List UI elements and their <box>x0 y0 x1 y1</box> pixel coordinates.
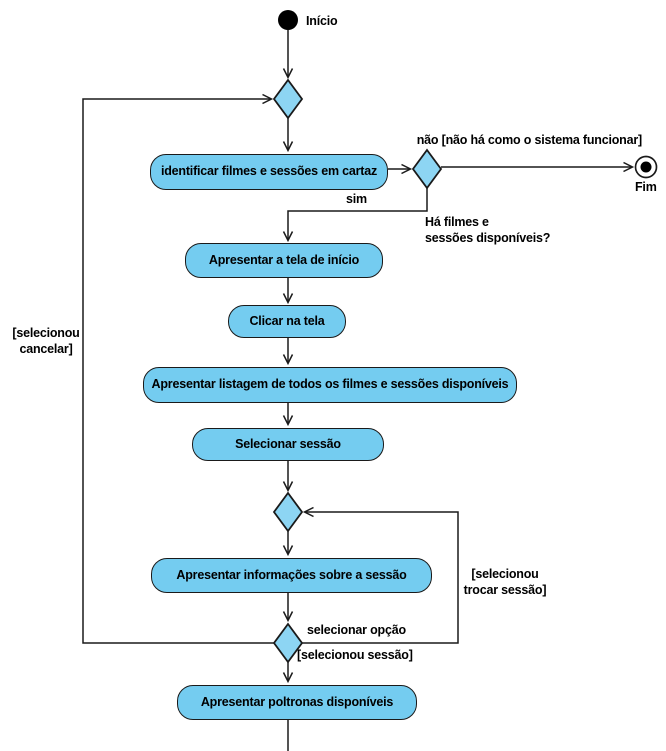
activity-apresentar-informacoes: Apresentar informações sobre a sessão <box>151 558 432 593</box>
activity-label: identificar filmes e sessões em cartaz <box>160 164 378 179</box>
edge-trocar-loop <box>302 506 459 644</box>
activity-label: Clicar na tela <box>249 313 325 328</box>
edge-label-ha-filmes: Há filmes e sessões disponíveis? <box>425 215 551 245</box>
end-node <box>634 155 658 179</box>
edge-label-selecionar-opcao: selecionar opção <box>307 623 406 637</box>
decision-diamond-filmes <box>411 148 443 190</box>
start-node-label: Início <box>306 14 338 28</box>
activity-label: Apresentar listagem de todos os filmes e… <box>151 377 509 392</box>
edge-decision-sim-to-tela <box>282 188 428 243</box>
start-node <box>278 10 298 30</box>
activity-apresentar-listagem: Apresentar listagem de todos os filmes e… <box>143 367 517 403</box>
activity-label: Selecionar sessão <box>235 436 341 451</box>
edge-label-sim: sim <box>346 192 367 206</box>
edge-label-selecionou-sessao: [selecionou sessão] <box>297 648 413 662</box>
edge-label-nao: não [não há como o sistema funcionar] <box>416 133 642 147</box>
edge-cancel-loop <box>82 93 274 644</box>
activity-label: Apresentar informações sobre a sessão <box>176 567 407 582</box>
activity-selecionar-sessao: Selecionar sessão <box>192 428 384 461</box>
merge-diamond-sessao <box>272 491 304 533</box>
end-node-label: Fim <box>635 180 657 194</box>
edge-label-selecionou-cancelar: [selecionou cancelar] <box>12 326 80 356</box>
decision-diamond-opcao <box>272 622 304 664</box>
merge-diamond-top <box>272 78 304 120</box>
activity-label: Apresentar a tela de início <box>208 252 360 267</box>
activity-apresentar-poltronas: Apresentar poltronas disponíveis <box>177 685 417 720</box>
activity-apresentar-tela-inicio: Apresentar a tela de início <box>185 243 383 278</box>
edge-label-selecionou-trocar: [selecionou trocar sessão] <box>463 567 547 597</box>
activity-identificar-filmes: identificar filmes e sessões em cartaz <box>150 154 388 190</box>
activity-clicar-na-tela: Clicar na tela <box>228 305 346 338</box>
activity-label: Apresentar poltronas disponíveis <box>200 694 394 709</box>
